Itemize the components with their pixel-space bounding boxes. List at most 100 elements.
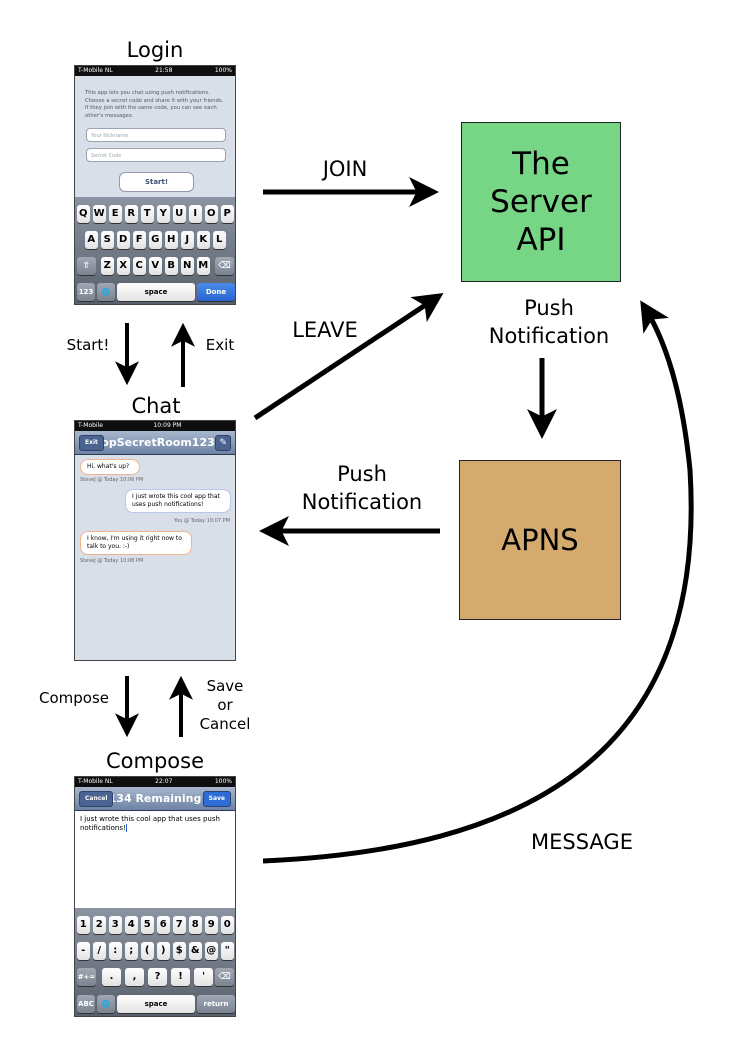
- server-line1: The: [512, 146, 570, 182]
- space-key[interactable]: space: [117, 995, 195, 1013]
- leave-label: LEAVE: [292, 318, 358, 342]
- push-label-line1: Push: [524, 296, 574, 320]
- key-U[interactable]: U: [172, 205, 186, 223]
- key-A[interactable]: A: [84, 231, 98, 249]
- symbols-key[interactable]: #+=: [77, 968, 96, 986]
- key-5[interactable]: 5: [140, 916, 154, 934]
- key-X[interactable]: X: [116, 257, 130, 275]
- key-I[interactable]: I: [188, 205, 202, 223]
- key-9[interactable]: 9: [204, 916, 218, 934]
- secret-code-field[interactable]: Secret Code: [86, 148, 226, 162]
- compose-navbar: Cancel 134 Remaining Save: [75, 787, 235, 811]
- key-G[interactable]: G: [148, 231, 162, 249]
- start-button[interactable]: Start!: [119, 172, 194, 192]
- compose-textarea[interactable]: I just wrote this cool app that uses pus…: [80, 815, 230, 833]
- key-.[interactable]: .: [102, 968, 121, 986]
- key-C[interactable]: C: [132, 257, 146, 275]
- key-B[interactable]: B: [164, 257, 178, 275]
- key-J[interactable]: J: [180, 231, 194, 249]
- key-M[interactable]: M: [196, 257, 210, 275]
- key-L[interactable]: L: [212, 231, 226, 249]
- key-6[interactable]: 6: [156, 916, 170, 934]
- key-H[interactable]: H: [164, 231, 178, 249]
- key-8[interactable]: 8: [188, 916, 202, 934]
- exit-button[interactable]: Exit: [79, 435, 104, 451]
- leave-arrow: [253, 293, 444, 421]
- key-1[interactable]: 1: [76, 916, 90, 934]
- key-2[interactable]: 2: [92, 916, 106, 934]
- remaining-count: 134 Remaining: [108, 792, 202, 805]
- key-K[interactable]: K: [196, 231, 210, 249]
- key-;[interactable]: ;: [124, 942, 138, 960]
- key-'[interactable]: ': [194, 968, 213, 986]
- push-apns-to-chat-label: Push Notification: [282, 460, 442, 516]
- battery: 100%: [214, 67, 232, 74]
- shift-key[interactable]: ⇧: [77, 257, 96, 275]
- key-,[interactable]: ,: [125, 968, 144, 986]
- key-:[interactable]: :: [108, 942, 122, 960]
- return-key[interactable]: return: [197, 995, 235, 1013]
- message-label: MESSAGE: [531, 830, 633, 854]
- key-F[interactable]: F: [132, 231, 146, 249]
- chat-title: Chat: [131, 394, 181, 418]
- carrier: T-Mobile NL: [78, 778, 113, 785]
- key-S[interactable]: S: [100, 231, 114, 249]
- space-key[interactable]: space: [117, 283, 195, 301]
- status-bar: T-Mobile NL 21:58 100%: [75, 66, 235, 76]
- key-D[interactable]: D: [116, 231, 130, 249]
- key-0[interactable]: 0: [220, 916, 234, 934]
- key-4[interactable]: 4: [124, 916, 138, 934]
- carrier: T-Mobile: [78, 422, 103, 429]
- login-title: Login: [126, 38, 184, 62]
- nickname-field[interactable]: Your Nickname: [86, 128, 226, 142]
- key-@[interactable]: @: [204, 942, 218, 960]
- key-Q[interactable]: Q: [76, 205, 90, 223]
- apns-label: APNS: [501, 523, 579, 557]
- key-([interactable]: (: [140, 942, 154, 960]
- key-3[interactable]: 3: [108, 916, 122, 934]
- save-button[interactable]: Save: [202, 791, 231, 807]
- cancel-button[interactable]: Cancel: [79, 791, 114, 807]
- message-bubble: I just wrote this cool app that uses pus…: [125, 489, 231, 513]
- clock: 10:09 PM: [153, 422, 182, 429]
- key-R[interactable]: R: [124, 205, 138, 223]
- key-"[interactable]: ": [220, 942, 234, 960]
- compose-icon[interactable]: ✎: [215, 435, 231, 451]
- battery: 100%: [214, 778, 232, 785]
- backspace-key[interactable]: ⌫: [215, 968, 234, 986]
- key-)[interactable]: ): [156, 942, 170, 960]
- key-T[interactable]: T: [140, 205, 154, 223]
- key-![interactable]: !: [171, 968, 190, 986]
- push-server-to-apns-label: Push Notification: [470, 294, 628, 350]
- key-V[interactable]: V: [148, 257, 162, 275]
- key--[interactable]: -: [76, 942, 90, 960]
- numbers-key[interactable]: 123: [77, 283, 95, 301]
- key-7[interactable]: 7: [172, 916, 186, 934]
- globe-icon[interactable]: 🌐: [97, 995, 115, 1013]
- message-meta: SteveJ @ Today 10:06 PM: [80, 477, 144, 483]
- key-?[interactable]: ?: [148, 968, 167, 986]
- key-W[interactable]: W: [92, 205, 106, 223]
- key-/[interactable]: /: [92, 942, 106, 960]
- abc-key[interactable]: ABC: [77, 995, 95, 1013]
- done-key[interactable]: Done: [197, 283, 235, 301]
- key-&[interactable]: &: [188, 942, 202, 960]
- key-Z[interactable]: Z: [100, 257, 114, 275]
- key-P[interactable]: P: [220, 205, 234, 223]
- key-O[interactable]: O: [204, 205, 218, 223]
- server-line3: API: [516, 222, 566, 258]
- compose-text: I just wrote this cool app that uses pus…: [80, 815, 220, 832]
- message-meta: SteveJ @ Today 10:08 PM: [80, 558, 144, 564]
- save-or-cancel-label: Save or Cancel: [198, 677, 252, 734]
- push-label-line2: Notification: [301, 490, 423, 514]
- key-E[interactable]: E: [108, 205, 122, 223]
- push-label-line2: Notification: [488, 324, 610, 348]
- key-$[interactable]: $: [172, 942, 186, 960]
- backspace-key[interactable]: ⌫: [215, 257, 234, 275]
- key-N[interactable]: N: [180, 257, 194, 275]
- globe-icon[interactable]: 🌐: [97, 283, 115, 301]
- clock: 22:07: [155, 778, 173, 785]
- apns-box: APNS: [459, 460, 621, 620]
- key-Y[interactable]: Y: [156, 205, 170, 223]
